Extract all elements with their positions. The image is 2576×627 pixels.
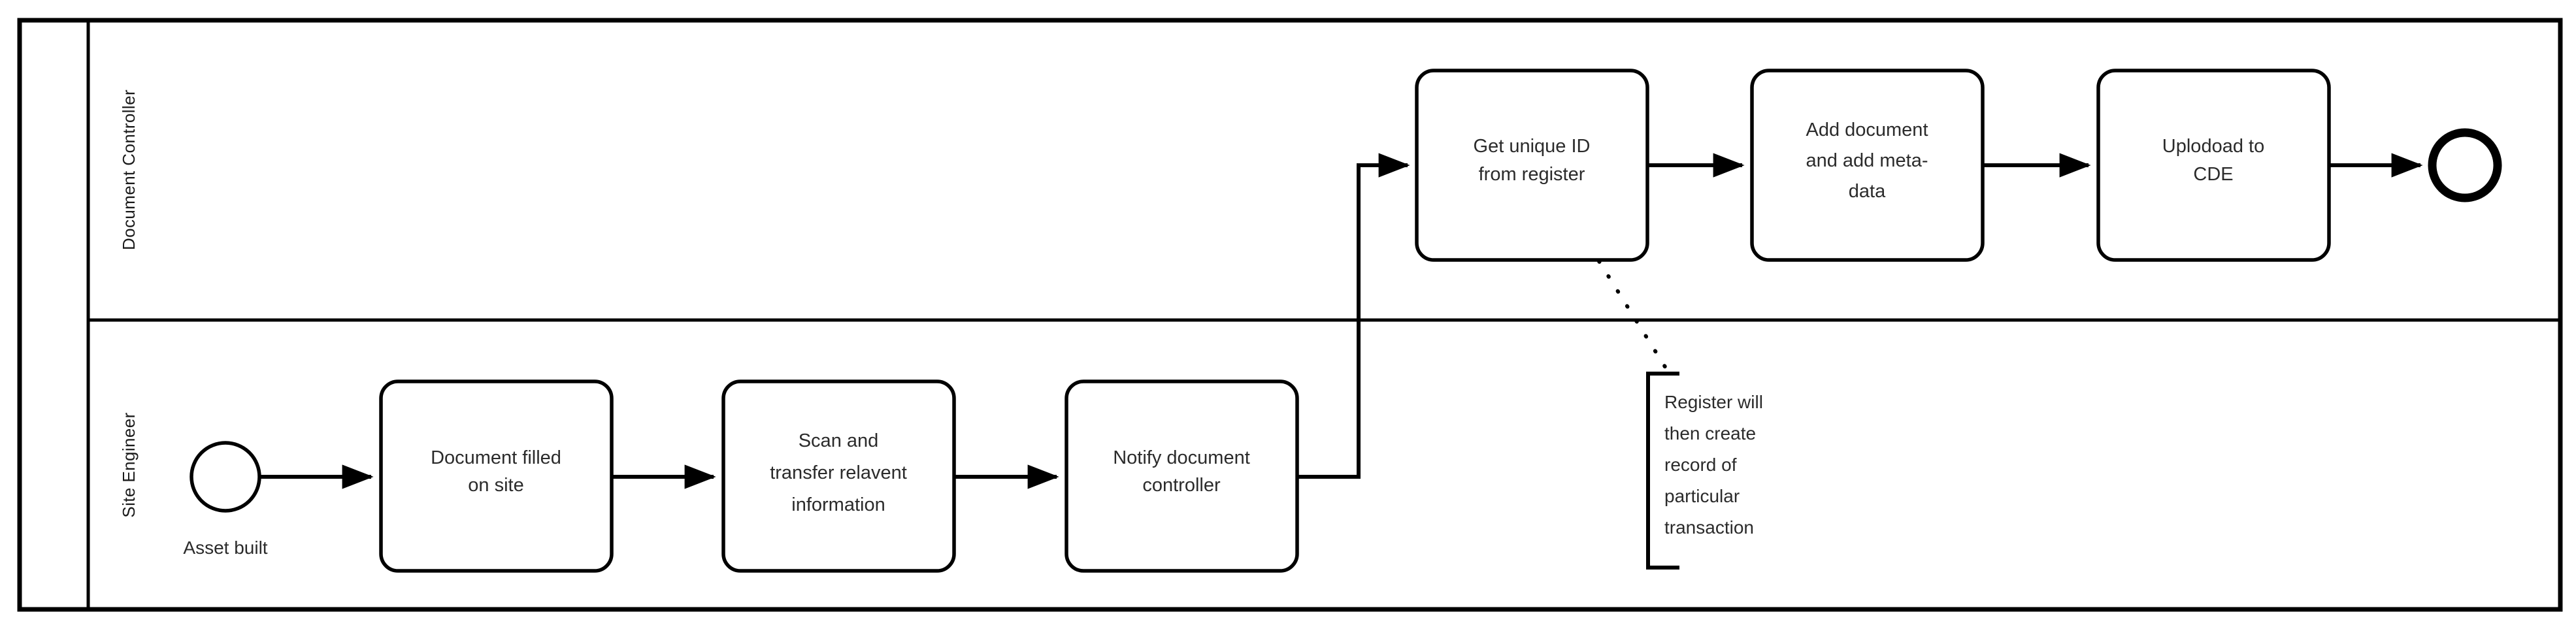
annotation-bracket <box>1646 372 1679 570</box>
task-document-filled-on-site[interactable]: Document filled on site <box>379 379 614 573</box>
task-label-line-2: transfer relavent <box>770 462 907 483</box>
task-label-line-2: and add meta- <box>1806 150 1928 171</box>
lane-header-document-controller: Document Controller <box>119 89 139 250</box>
task-label-line-3: data <box>1849 181 1886 202</box>
task-notify-document-controller[interactable]: Notify document controller <box>1065 379 1299 573</box>
annotation-line-4: particular <box>1664 486 1740 506</box>
task-label-line-2: CDE <box>2193 164 2233 185</box>
task-upload-to-cde[interactable]: Uplodoad to CDE <box>2096 69 2331 262</box>
annotation-line-5: transaction <box>1664 517 1754 538</box>
task-add-document-and-metadata[interactable]: Add document and add meta- data <box>1750 69 1985 262</box>
task-label-line-2: on site <box>468 475 523 496</box>
flow-notify-to-get-unique-id <box>1297 153 1410 479</box>
lane-header-site-engineer: Site Engineer <box>119 412 139 517</box>
start-event-icon[interactable] <box>190 441 261 513</box>
task-label-line-1: Add document <box>1806 120 1928 140</box>
task-label-line-2: controller <box>1142 475 1221 496</box>
task-label-line-1: Document filled <box>431 447 561 468</box>
association-get-unique-id-to-note <box>1597 259 1670 373</box>
task-label-line-1: Get unique ID <box>1474 136 1591 157</box>
annotation-line-3: record of <box>1664 455 1737 475</box>
end-event-icon[interactable] <box>2428 128 2502 202</box>
task-label-line-2: from register <box>1479 164 1585 185</box>
annotation-line-2: then create <box>1664 423 1756 443</box>
event-end[interactable] <box>2428 128 2502 202</box>
task-label-line-3: information <box>791 494 885 515</box>
event-start-asset-built[interactable]: Asset built <box>183 441 268 558</box>
text-annotation-register-note[interactable]: Register will then create record of part… <box>1646 372 1763 570</box>
lane-label-site-engineer: Site Engineer <box>119 412 139 517</box>
start-event-label: Asset built <box>183 538 267 558</box>
task-scan-and-transfer[interactable]: Scan and transfer relavent information <box>721 379 956 573</box>
task-get-unique-id-from-register[interactable]: Get unique ID from register <box>1415 69 1649 262</box>
task-label-line-1: Scan and <box>799 430 879 451</box>
lane-label-document-controller: Document Controller <box>119 89 139 250</box>
annotation-line-1: Register will <box>1664 392 1763 412</box>
task-label-line-1: Notify document <box>1113 447 1250 468</box>
task-label-line-1: Uplodoad to <box>2162 136 2264 157</box>
